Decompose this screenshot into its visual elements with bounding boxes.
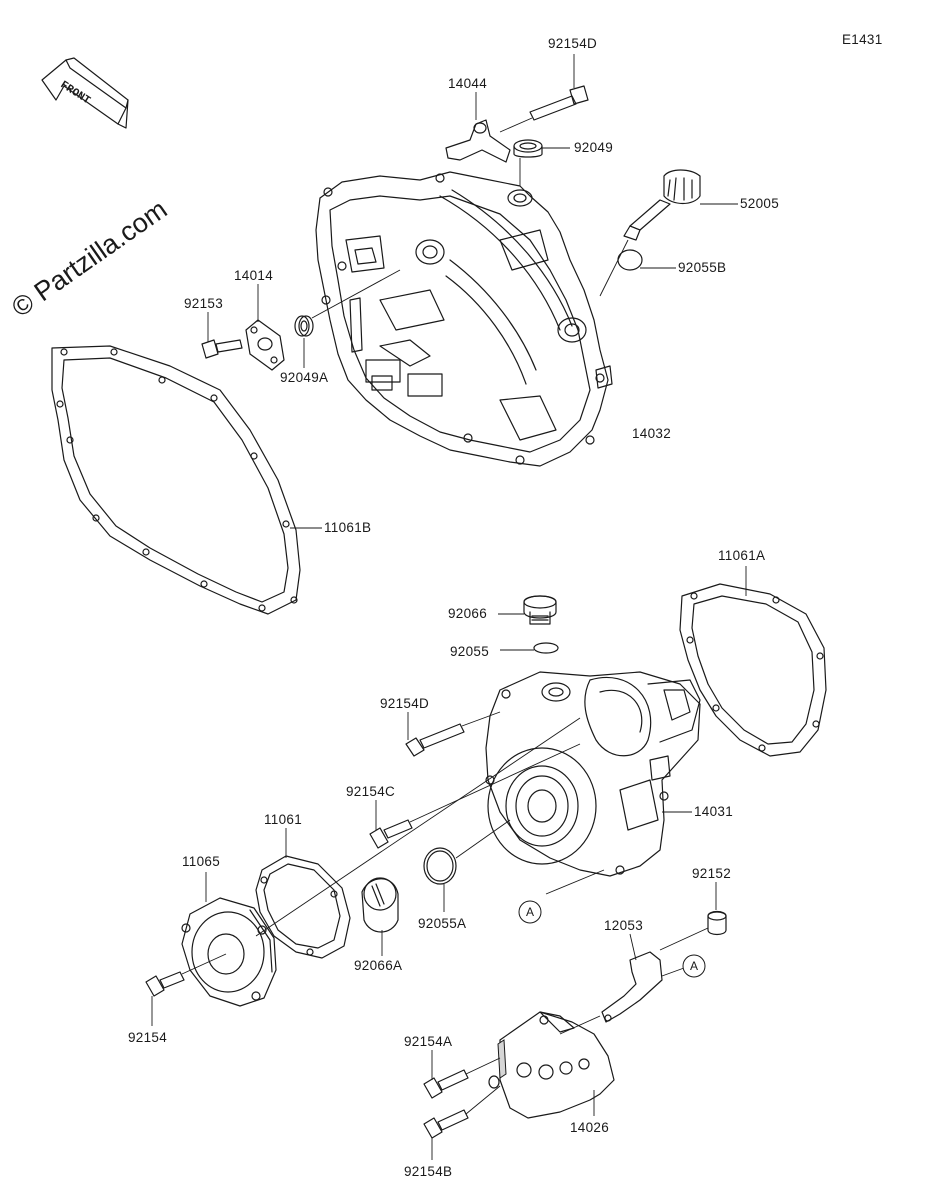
bolt-92154C xyxy=(369,743,581,849)
part-label-92154: 92154 xyxy=(128,1030,167,1045)
part-label-14026: 14026 xyxy=(570,1120,609,1135)
diagram-code: E1431 xyxy=(842,32,883,47)
part-label-11061A: 11061A xyxy=(718,548,765,563)
part-label-14044: 14044 xyxy=(448,76,487,91)
gasket-11061A xyxy=(679,566,827,757)
plug-92066 xyxy=(498,595,557,625)
bolt-92154D-top xyxy=(499,54,589,133)
plug-92066A xyxy=(361,877,399,956)
part-label-14032: 14032 xyxy=(632,426,671,441)
part-label-52005: 52005 xyxy=(740,196,779,211)
guard-14026 xyxy=(497,1011,615,1119)
washer-92055 xyxy=(500,642,559,654)
plate-14014 xyxy=(245,284,285,371)
reference-marker-a-1: A xyxy=(518,900,542,924)
bracket-14044 xyxy=(445,92,511,163)
part-label-11061: 11061 xyxy=(264,812,302,827)
washer-14026 xyxy=(488,1075,500,1089)
part-label-92055B: 92055B xyxy=(678,260,726,275)
part-label-92154C: 92154C xyxy=(346,784,395,799)
part-label-92152: 92152 xyxy=(692,866,731,881)
part-label-92066: 92066 xyxy=(448,606,487,621)
reference-marker-label: A xyxy=(690,959,698,973)
part-label-92154A: 92154A xyxy=(404,1034,452,1049)
front-arrow-icon: FRONT xyxy=(41,57,129,129)
reference-marker-label: A xyxy=(526,905,534,919)
part-label-92049: 92049 xyxy=(574,140,613,155)
part-label-92153: 92153 xyxy=(184,296,223,311)
part-label-14014: 14014 xyxy=(234,268,273,283)
part-label-11065: 11065 xyxy=(182,854,220,869)
part-label-92154D-mid: 92154D xyxy=(380,696,429,711)
part-label-92154D-top: 92154D xyxy=(548,36,597,51)
watermark: © Partzilla.com xyxy=(6,194,172,323)
o-ring-92055A xyxy=(423,819,511,912)
gasket-11061B xyxy=(51,345,322,615)
o-ring-92055B xyxy=(617,249,676,271)
part-label-92154B: 92154B xyxy=(404,1164,452,1179)
gasket-11061 xyxy=(255,828,351,959)
bolt-92153 xyxy=(201,312,243,359)
part-label-92066A: 92066A xyxy=(354,958,402,973)
cover-11065 xyxy=(181,717,581,1007)
part-label-14031: 14031 xyxy=(694,804,733,819)
part-label-92055A: 92055A xyxy=(418,916,466,931)
cap-52005 xyxy=(599,169,738,297)
guide-12053 xyxy=(559,933,685,1035)
part-label-11061B: 11061B xyxy=(324,520,371,535)
seal-92049 xyxy=(513,139,570,186)
bolt-92154B xyxy=(423,1085,501,1160)
clutch-cover-14032 xyxy=(315,171,613,467)
generator-cover-14031 xyxy=(485,671,701,895)
reference-marker-a-2: A xyxy=(682,954,706,978)
bolt-92154A xyxy=(423,1050,501,1099)
part-label-92049A: 92049A xyxy=(280,370,328,385)
part-label-12053: 12053 xyxy=(604,918,643,933)
bolt-92154 xyxy=(145,953,227,1026)
front-arrow-label: FRONT xyxy=(58,79,93,107)
collar-92152 xyxy=(659,882,727,951)
part-label-92055: 92055 xyxy=(450,644,489,659)
seal-92049A xyxy=(294,269,401,368)
bolt-92154D-mid xyxy=(405,711,501,757)
